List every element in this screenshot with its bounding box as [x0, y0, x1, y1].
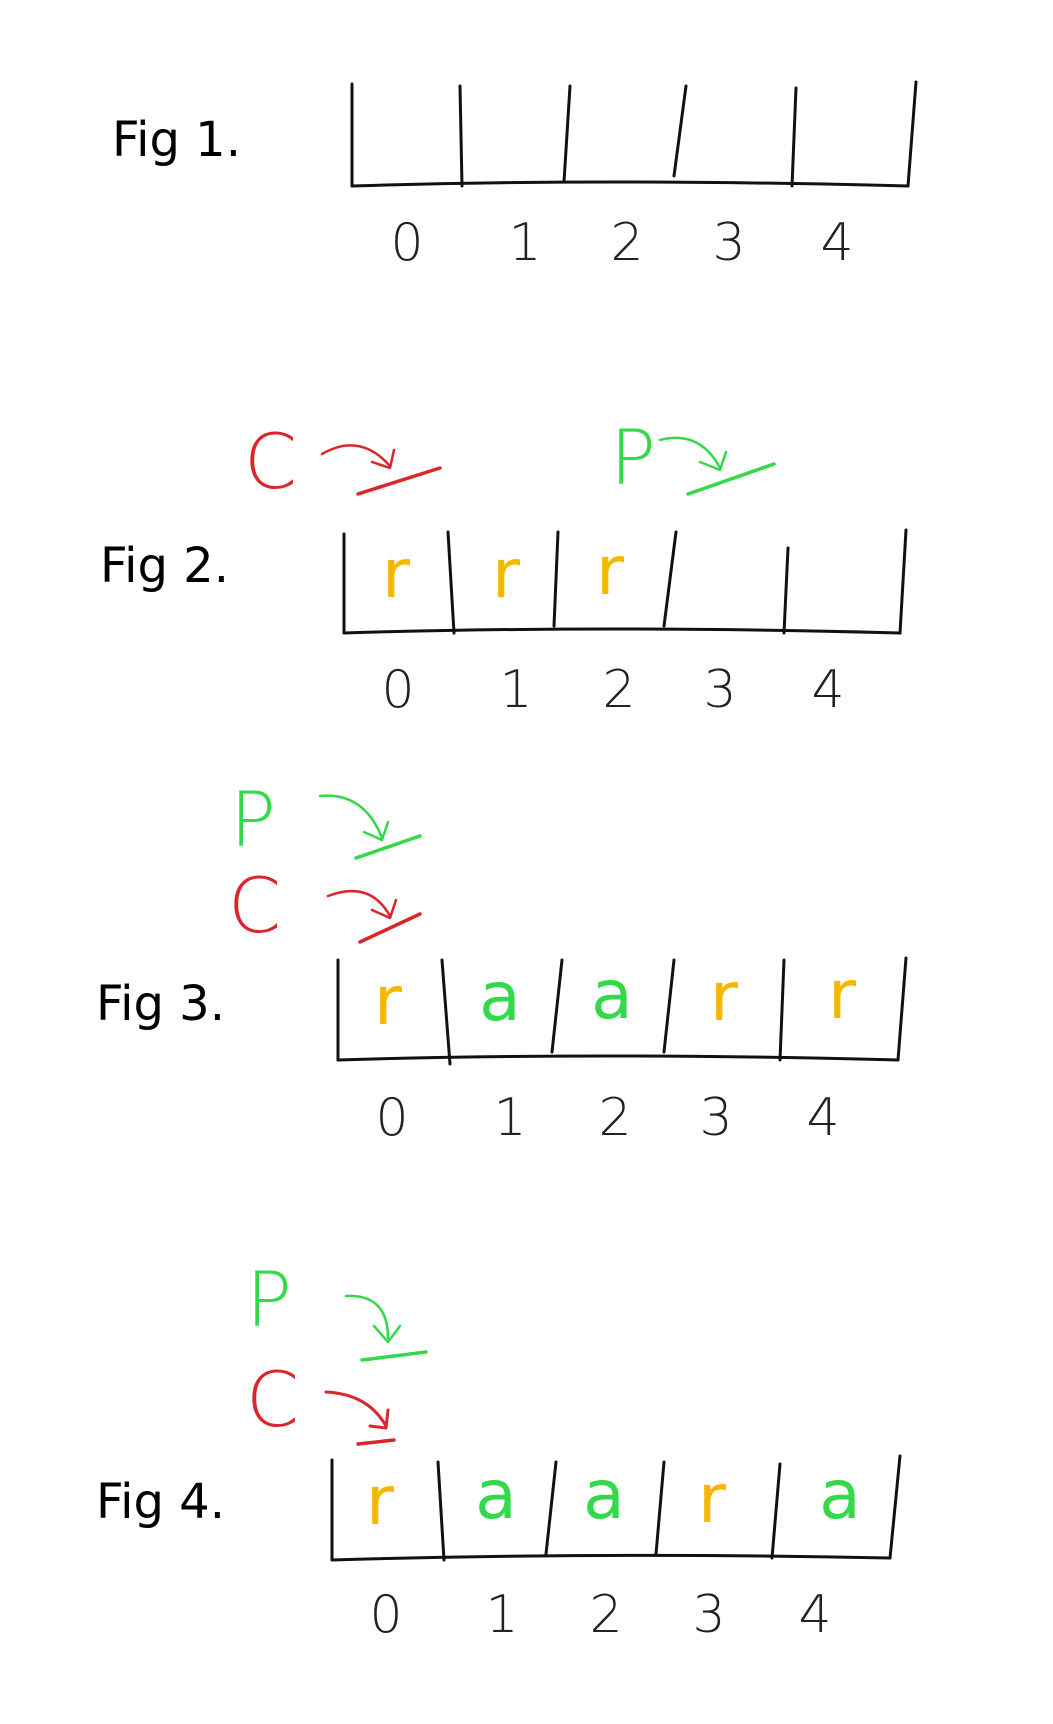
fig3-index-2: 2	[598, 1088, 632, 1148]
fig3-consumer-letter: C	[228, 861, 281, 950]
fig1-index-2: 2	[610, 213, 644, 273]
fig1-index-4: 4	[820, 213, 854, 273]
fig4-index-2: 2	[589, 1585, 623, 1645]
fig4-array	[330, 1454, 902, 1562]
fig4-producer-letter: P	[246, 1255, 292, 1344]
fig4-divider-4	[770, 1462, 782, 1560]
fig1-index-1: 1	[508, 213, 542, 273]
fig1-index-0: 0	[390, 213, 424, 273]
fig2-index-0: 0	[381, 660, 415, 720]
fig4-consumer-arrow	[324, 1390, 390, 1430]
fig1-divider-5	[906, 80, 918, 188]
fig3-index-3: 3	[699, 1088, 733, 1148]
fig3-cell-2: a	[591, 956, 633, 1035]
fig4-array-bottom	[330, 1553, 892, 1562]
fig4-cell-4: a	[819, 1456, 861, 1535]
fig4-producer-pointer: P	[246, 1255, 428, 1362]
fig4-divider-2	[544, 1460, 558, 1556]
fig3-label: Fig 3.	[96, 976, 225, 1032]
fig2-divider-3	[662, 530, 678, 628]
fig4-divider-1	[436, 1460, 446, 1562]
fig2-consumer-pointer: C	[244, 417, 442, 506]
fig2-consumer-arrow	[320, 444, 396, 470]
fig3-cell-4: r	[828, 956, 856, 1035]
fig3-consumer-underline	[358, 912, 422, 944]
fig1-divider-4	[790, 86, 798, 188]
fig2-index-1: 1	[499, 660, 533, 720]
fig4-cell-2: a	[583, 1456, 625, 1535]
fig3-divider-1	[440, 958, 452, 1066]
fig2-index-3: 3	[703, 660, 737, 720]
fig4-index-1: 1	[485, 1585, 519, 1645]
fig2-producer-pointer: P	[610, 413, 776, 502]
fig4-consumer-pointer: C	[246, 1355, 396, 1446]
fig2-index-2: 2	[602, 660, 636, 720]
fig3-divider-4	[778, 958, 786, 1062]
fig4-cell-3: r	[698, 1460, 726, 1539]
fig3-cell-1: a	[479, 958, 521, 1037]
fig1-label: Fig 1.	[112, 112, 241, 168]
fig3-consumer-pointer: C	[228, 861, 422, 950]
fig3-divider-5	[896, 956, 908, 1062]
fig2-cell-1: r	[492, 535, 520, 614]
fig2-label: Fig 2.	[100, 538, 229, 594]
fig4-label: Fig 4.	[96, 1474, 225, 1530]
fig3-producer-letter: P	[230, 775, 276, 864]
fig4-consumer-letter: C	[246, 1355, 299, 1444]
fig2-divider-5	[898, 528, 908, 635]
fig2-cell-0: r	[382, 535, 410, 614]
fig3-array-bottom	[336, 1054, 900, 1062]
fig1-divider-1	[458, 84, 464, 188]
fig4-consumer-underline	[356, 1438, 396, 1446]
fig1-array	[350, 80, 918, 188]
fig2-producer-letter: P	[610, 413, 656, 502]
fig4-index-0: 0	[369, 1585, 403, 1645]
fig4-cell-1: a	[475, 1456, 517, 1535]
fig1-array-bottom	[350, 180, 910, 188]
fig3-index-4: 4	[806, 1088, 840, 1148]
fig3-producer-pointer: P	[230, 775, 422, 864]
fig3-cell-3: r	[710, 958, 738, 1037]
fig3-array	[336, 956, 908, 1066]
fig3-divider-2	[550, 958, 564, 1054]
fig2-producer-arrow	[658, 436, 728, 472]
fig4-producer-underline	[360, 1350, 428, 1362]
fig3-consumer-arrow	[326, 889, 398, 920]
fig2-consumer-letter: C	[244, 417, 297, 506]
fig2-divider-1	[446, 530, 456, 635]
fig2-cell-2: r	[596, 532, 624, 611]
fig4-index-4: 4	[798, 1585, 832, 1645]
fig2-array-bottom	[342, 627, 902, 635]
fig3-producer-arrow	[318, 794, 390, 842]
fig2-divider-2	[552, 530, 560, 628]
fig3-index-0: 0	[375, 1088, 409, 1148]
fig3-index-1: 1	[493, 1088, 527, 1148]
fig2-producer-underline	[686, 462, 776, 496]
fig2-index-4: 4	[811, 660, 845, 720]
fig4-divider-5	[888, 1454, 902, 1560]
fig2-array	[342, 528, 908, 635]
fig1-divider-2	[562, 84, 572, 184]
fig3-producer-underline	[354, 834, 422, 860]
fig4-divider-3	[654, 1460, 666, 1556]
fig3-cell-0: r	[374, 962, 402, 1041]
fig1-divider-3	[672, 84, 688, 178]
fig4-cell-0: r	[366, 1462, 394, 1541]
fig4-producer-arrow	[344, 1294, 402, 1344]
fig2-divider-4	[782, 546, 790, 635]
fig3-divider-3	[662, 958, 676, 1054]
fig2-consumer-underline	[356, 466, 442, 496]
fig4-index-3: 3	[692, 1585, 726, 1645]
fig1-index-3: 3	[712, 213, 746, 273]
